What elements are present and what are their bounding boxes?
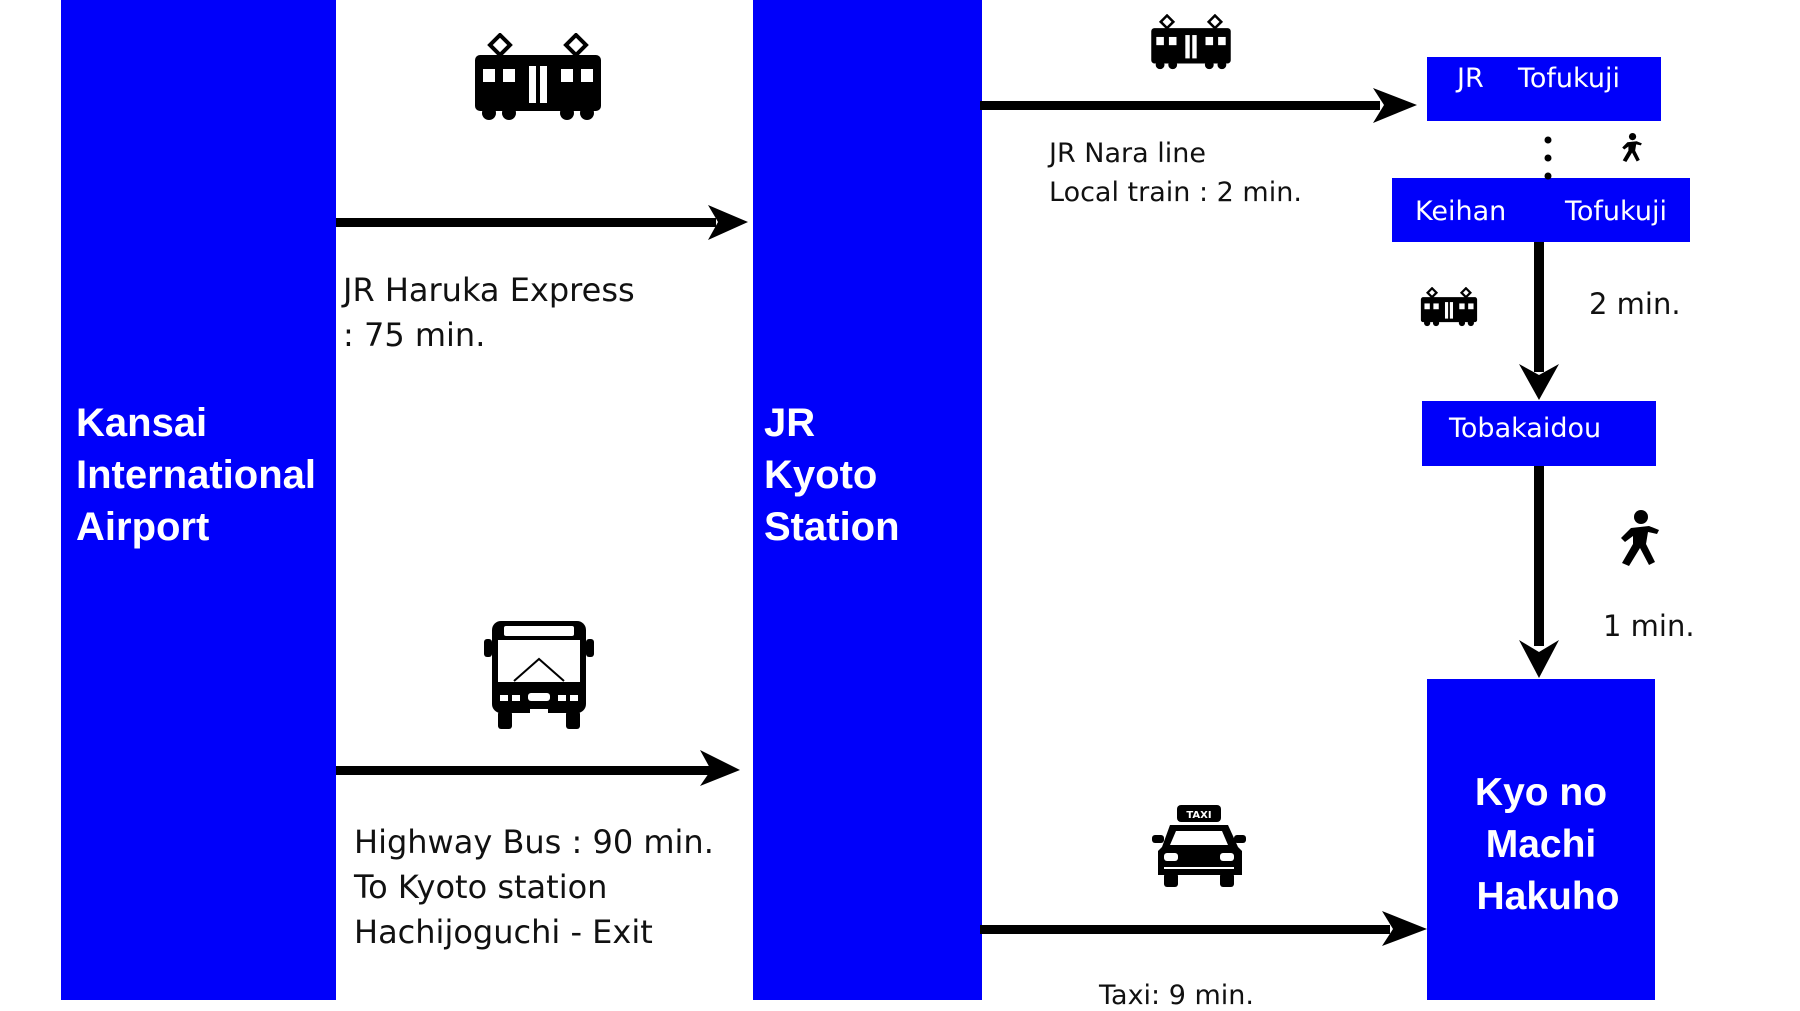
station-keihan-tofukuji: Keihan Tofukuji [1392, 178, 1690, 242]
transfer-dots [1544, 136, 1552, 180]
walking-person-icon [1622, 133, 1642, 162]
route-label-bus: Highway Bus : 90 min. To Kyoto station H… [354, 820, 714, 955]
route-name: JR Nara line [1049, 138, 1207, 169]
arrow-taxi [980, 911, 1427, 946]
station-jr-tofukuji: JR Tofukuji [1427, 57, 1661, 121]
taxi-sign-text: TAXI [1186, 810, 1211, 821]
arrow-walk-down [1519, 466, 1559, 678]
station-name-line: International [76, 453, 317, 497]
station-line-label: Keihan [1415, 196, 1507, 227]
arrow-bus [336, 750, 740, 786]
route-duration: : 75 min. [343, 316, 486, 354]
destination-kyo-no-machi-hakuho: Kyo no Machi Hakuho [1427, 679, 1655, 1000]
route-name: Highway Bus : 90 min. [354, 823, 714, 861]
bus-icon [484, 621, 594, 729]
walking-person-icon [1621, 510, 1659, 566]
route-label-nara-line: JR Nara line Local train : 2 min. [1049, 134, 1302, 212]
station-name-label: Tobakaidou [1449, 413, 1602, 444]
route-exit: Hachijoguchi - Exit [354, 913, 653, 951]
station-name-line: Airport [76, 505, 210, 549]
train-icon [1420, 287, 1478, 327]
arrow-nara-line [980, 88, 1417, 123]
station-name-label: Tofukuji [1518, 63, 1620, 94]
station-kansai-airport: Kansai International Airport [61, 0, 336, 1000]
station-name-line: Kyoto [764, 453, 878, 497]
station-name-line: JR [764, 401, 816, 445]
route-duration-keihan: 2 min. [1589, 287, 1681, 321]
taxi-icon: TAXI [1152, 805, 1246, 887]
station-line-label: JR [1457, 63, 1484, 94]
station-tobakaidou: Tobakaidou [1422, 401, 1656, 466]
destination-name-line: Kyo no [1474, 771, 1608, 814]
route-label-haruka: JR Haruka Express : 75 min. [343, 268, 635, 358]
destination-name-line: Hakuho [1476, 875, 1620, 918]
station-jr-kyoto: JR Kyoto Station [753, 0, 982, 1000]
route-name: JR Haruka Express [343, 271, 635, 309]
train-icon [1151, 14, 1231, 70]
train-icon [475, 33, 601, 120]
destination-name-line: Machi [1485, 823, 1597, 866]
arrow-keihan-down [1519, 242, 1559, 400]
route-duration: Local train : 2 min. [1049, 177, 1302, 208]
station-name-line: Kansai [76, 401, 208, 445]
route-label-taxi: Taxi: 9 min. [1099, 980, 1254, 1011]
station-name-label: Tofukuji [1565, 196, 1667, 227]
route-duration-walk: 1 min. [1603, 609, 1695, 643]
arrow-haruka [336, 205, 748, 240]
route-destination: To Kyoto station [354, 868, 608, 906]
station-name-line: Station [764, 505, 900, 549]
